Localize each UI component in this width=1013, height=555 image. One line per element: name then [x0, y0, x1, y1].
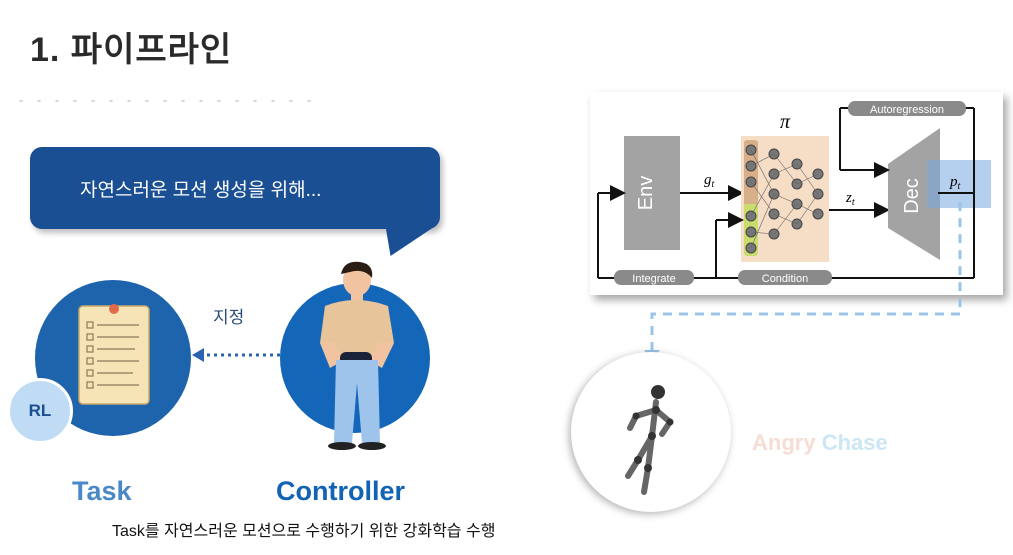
decorative-dots — [12, 95, 312, 107]
controller-label: Controller — [276, 476, 405, 507]
motion-label-word1: Angry — [752, 430, 816, 455]
speech-bubble-tail — [375, 226, 436, 256]
dotted-arrow-left — [190, 345, 282, 365]
rl-badge-label: RL — [29, 401, 52, 421]
speech-bubble-text: 자연스러운 모션 생성을 위해... — [80, 175, 321, 202]
caption: Task를 자연스러운 모션으로 수행하기 위한 강화학습 수행 — [112, 517, 495, 541]
designate-label: 지정 — [213, 303, 244, 328]
rl-badge: RL — [7, 378, 73, 444]
slide-title: 1. 파이프라인 — [30, 22, 232, 71]
humanoid-figure-icon — [600, 380, 700, 500]
autoregression-label: Autoregression — [870, 104, 944, 116]
gt-label: gt — [704, 172, 715, 190]
task-label: Task — [72, 476, 132, 507]
pi-label: π — [780, 111, 791, 133]
gamer-person-icon — [300, 258, 410, 453]
motion-label-word2: Chase — [822, 430, 888, 455]
dashed-connector — [640, 200, 980, 365]
motion-label: Angry Chase — [752, 430, 888, 456]
document-icon — [75, 300, 155, 410]
speech-bubble: 자연스러운 모션 생성을 위해... — [30, 147, 440, 229]
